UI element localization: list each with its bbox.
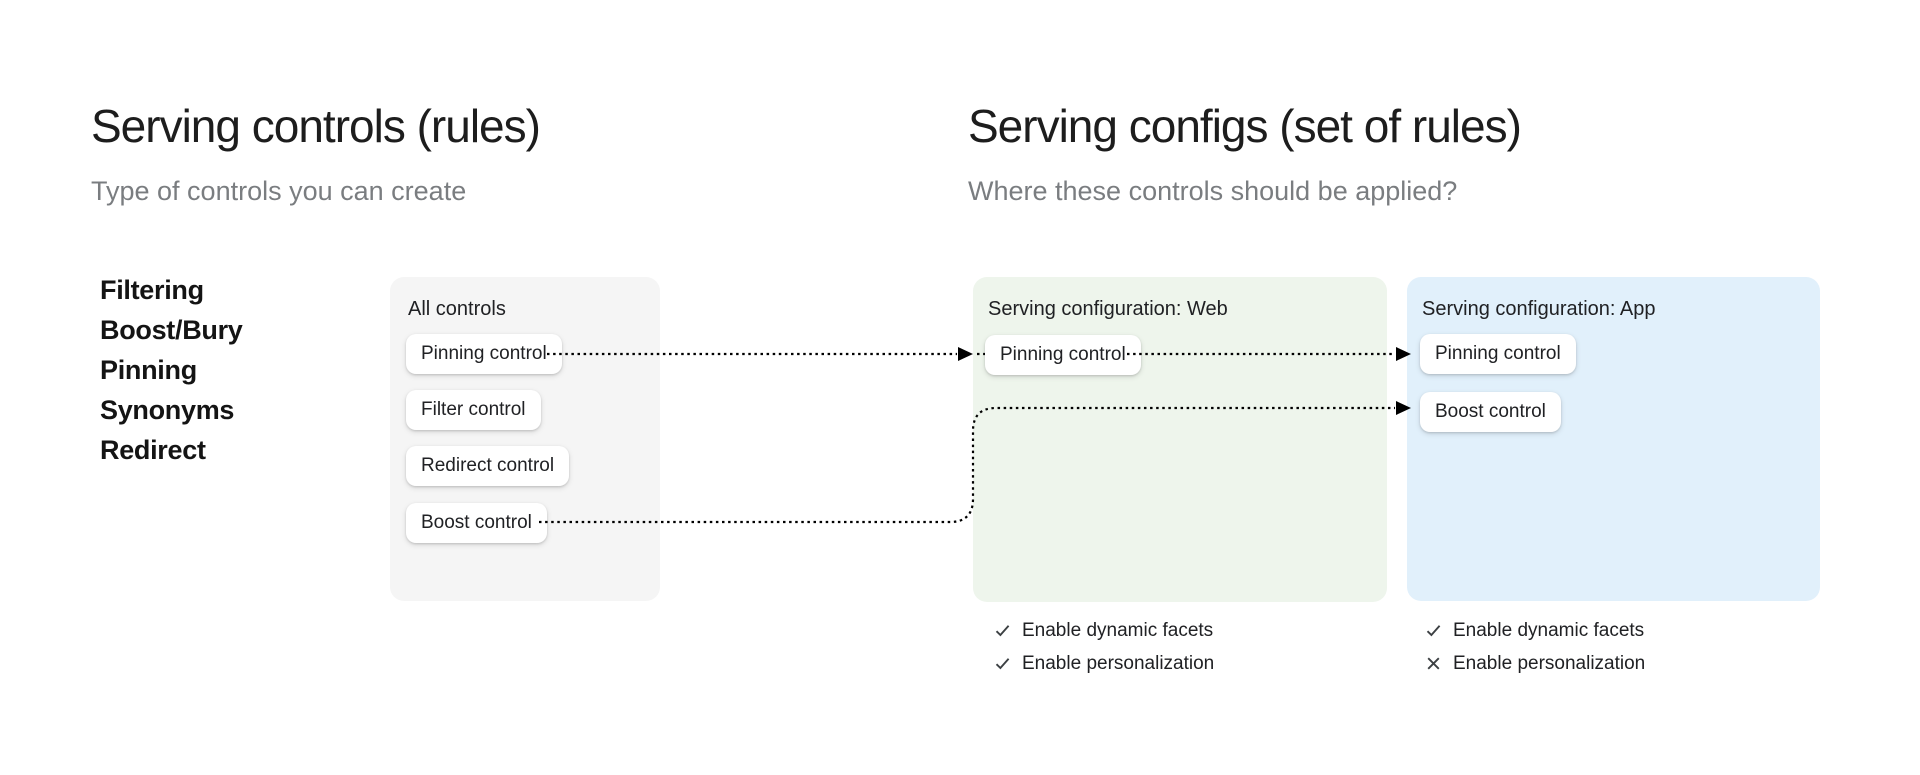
- app-feature-dynamic-facets: Enable dynamic facets: [1424, 619, 1645, 642]
- feature-label: Enable dynamic facets: [1453, 619, 1645, 641]
- left-section-title: Serving controls (rules): [91, 100, 541, 152]
- web-feature-dynamic-facets: Enable dynamic facets: [993, 619, 1214, 642]
- app-feature-personalization: Enable personalization: [1424, 652, 1645, 675]
- web-config-features: Enable dynamic facets Enable personaliza…: [993, 619, 1214, 675]
- control-type-redirect: Redirect: [100, 435, 206, 465]
- app-config-features: Enable dynamic facets Enable personaliza…: [1424, 619, 1645, 675]
- web-config-card: Serving configuration: Web Pinning contr…: [973, 277, 1387, 602]
- app-pinning-control-chip: Pinning control: [1420, 334, 1576, 374]
- boost-control-chip: Boost control: [406, 503, 547, 543]
- pinning-control-chip: Pinning control: [406, 334, 562, 374]
- all-controls-card-label: All controls: [408, 298, 506, 320]
- redirect-control-chip: Redirect control: [406, 446, 570, 486]
- arrowhead-pinning-to-web-icon: [958, 347, 973, 361]
- web-feature-personalization: Enable personalization: [993, 652, 1214, 675]
- web-config-card-label: Serving configuration: Web: [988, 298, 1228, 320]
- app-config-card-label: Serving configuration: App: [1422, 298, 1656, 320]
- control-type-filtering: Filtering: [100, 275, 204, 305]
- app-boost-control-chip: Boost control: [1420, 392, 1561, 432]
- check-icon: [1426, 625, 1441, 637]
- check-icon: [995, 625, 1010, 637]
- feature-label: Enable dynamic facets: [1022, 619, 1214, 641]
- filter-control-chip: Filter control: [406, 390, 541, 430]
- control-type-boost-bury: Boost/Bury: [100, 315, 243, 345]
- app-config-card: Serving configuration: App Pinning contr…: [1407, 277, 1820, 601]
- control-type-synonyms: Synonyms: [100, 395, 235, 425]
- web-pinning-control-chip: Pinning control: [985, 335, 1141, 375]
- right-section-title: Serving configs (set of rules): [968, 100, 1522, 152]
- right-section-subtitle: Where these controls should be applied?: [968, 176, 1458, 206]
- left-section-subtitle: Type of controls you can create: [91, 176, 467, 206]
- feature-label: Enable personalization: [1453, 652, 1646, 674]
- control-type-pinning: Pinning: [100, 355, 197, 385]
- feature-label: Enable personalization: [1022, 652, 1215, 674]
- control-type-list: Filtering Boost/Bury Pinning Synonyms Re…: [100, 270, 243, 470]
- check-icon: [995, 658, 1010, 670]
- x-icon: [1427, 657, 1440, 670]
- all-controls-card: All controls Pinning control Filter cont…: [390, 277, 660, 601]
